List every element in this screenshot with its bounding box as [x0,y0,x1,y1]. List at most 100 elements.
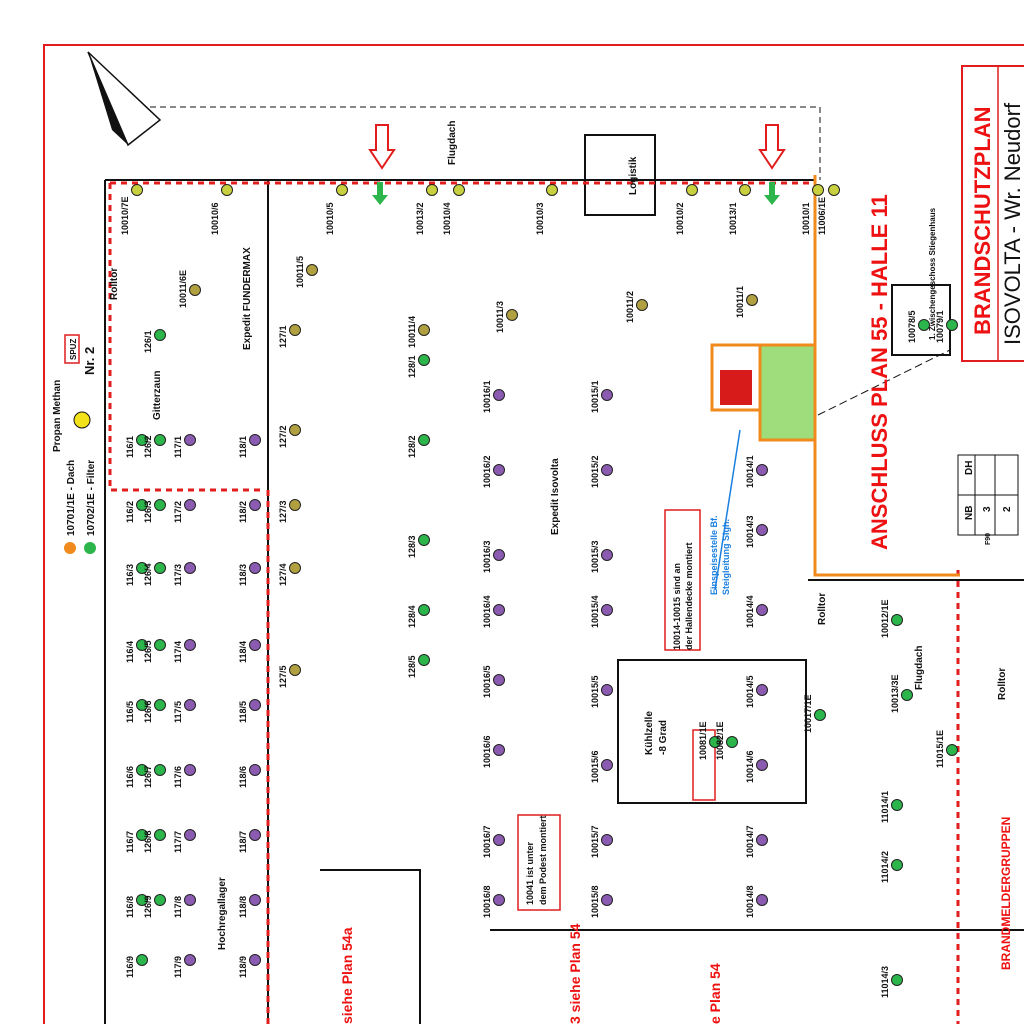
smoke-detector-icon [814,709,826,721]
area-labels: ANSCHLUSS PLAN 55 - HALLE 11 BRANDMELDER… [109,121,1013,1024]
detector-label: 126/3 [143,500,153,523]
north-arrow-icon [87,51,162,147]
notes: 10014-10015 sind an der Hallendecke mont… [525,515,731,905]
smoke-detector-icon [154,829,166,841]
smoke-detector-icon [418,604,430,616]
detector-label: 10010/4 [442,202,452,235]
smoke-detector-icon [891,974,903,986]
smoke-detector-icon [601,684,613,696]
detector-label: 116/8 [125,896,135,918]
smoke-detector-icon [601,549,613,561]
detector-label: 116/4 [125,641,135,663]
smoke-detector-icon [601,604,613,616]
smoke-detector-icon [189,284,201,296]
detector-label: 128/1 [407,355,417,378]
smoke-detector-icon [154,699,166,711]
smoke-detector-icon [336,184,348,196]
leader-line [817,349,951,416]
detector-label: 127/3 [278,500,288,523]
smoke-detector-icon [249,954,261,966]
detector-label: 127/1 [278,325,288,348]
table-row-label: F90 [985,533,992,545]
detector-label: 10015/6 [590,750,600,783]
detector-label: 116/6 [125,766,135,788]
detector-label: 10010/3 [535,202,545,235]
smoke-detector-icon [184,639,196,651]
smoke-detector-icon [418,434,430,446]
detector-label: 117/3 [173,564,183,586]
door-rolltor-2: Rolltor [817,593,828,625]
smoke-detector-icon [154,499,166,511]
stair-room [758,343,817,442]
detector-label: 128/3 [407,535,417,558]
detector-label: 10015/1 [590,380,600,413]
detector-label: 11014/2 [880,851,890,883]
smoke-detector-icon [154,329,166,341]
detector-label: 116/3 [125,564,135,586]
smoke-detector-icon [493,464,505,476]
smoke-detector-icon [601,834,613,846]
smoke-detector-icon [756,464,768,476]
detector-label: 116/1 [125,436,135,458]
detector-label: 10082/1E [715,721,725,760]
detector-label: 10011/4 [407,316,417,348]
smoke-detector-icon [249,499,261,511]
detector-label: 127/2 [278,425,288,448]
detector-label: 10015/8 [590,885,600,918]
smoke-detector-icon [726,736,738,748]
detector-label: 10012/1E [880,599,890,638]
area-gitterzaun: Gitterzaun [152,371,163,420]
smoke-detector-icon [418,354,430,366]
detector-label: 126/8 [143,830,153,853]
area-expedit-fundermax: Expedit FUNDERMAX [242,247,253,350]
smoke-detector-icon [901,689,913,701]
detector-label: 10010/5 [325,202,335,235]
detector-label: 10013/3E [890,674,900,713]
smoke-detector-icon [154,434,166,446]
smoke-detector-icon [601,389,613,401]
detector-label: 118/2 [238,501,248,523]
smoke-detector-icon [249,764,261,776]
detector-label: 11014/1 [880,791,890,823]
smoke-detector-icon [136,562,148,574]
legend-filter: 10702/1E - Filter [86,460,97,536]
detector-label: 118/7 [238,831,248,853]
smoke-detector-icon [756,759,768,771]
smoke-detector-icon [136,829,148,841]
smoke-detector-icon [756,604,768,616]
legend: 10701/1E - Dach 10702/1E - Filter Propan… [52,334,97,554]
detector-label: 117/8 [173,896,183,918]
smoke-detector-icon [289,562,301,574]
smoke-detector-icon [426,184,438,196]
smoke-detector-icon [918,319,930,331]
area-expedit-isovolta: Expedit Isovolta [550,458,561,535]
smoke-detector-icon [249,434,261,446]
smoke-detector-icon [493,389,505,401]
detector-label: 116/2 [125,501,135,523]
note-podest-b: dem Podest montiert [538,815,548,905]
smoke-detector-icon [601,759,613,771]
smoke-detector-icon [756,684,768,696]
groups-title: BRANDMELDERGRUPPEN [999,817,1013,970]
legend-dach: 10701/1E - Dach [66,460,77,536]
smoke-detector-icon [891,614,903,626]
smoke-detector-icon [306,264,318,276]
note-einspeise-a: Einspeisestelle Bf. [709,515,719,595]
fire-panel-icon [720,370,752,405]
detector-label: 126/6 [143,700,153,723]
detector-label: 10011/2 [625,291,635,323]
area-kuehlzelle-temp: -8 Grad [658,720,669,755]
smoke-detector-icon [221,184,233,196]
annex-boundary [813,175,960,577]
smoke-detector-icon [184,499,196,511]
title-block: BRANDSCHUTZPLAN ISOVOLTA - Wr. Neudorf [961,65,1024,362]
legend-nr2: Nr. 2 [82,347,97,375]
smoke-detector-icon [136,894,148,906]
detector-label: 128/5 [407,655,417,678]
smoke-detector-icon [739,184,751,196]
smoke-detector-icon [891,859,903,871]
building-walls [104,134,1024,1024]
detector-label: 10015/5 [590,675,600,708]
detector-label: 11006/1E [817,197,827,235]
